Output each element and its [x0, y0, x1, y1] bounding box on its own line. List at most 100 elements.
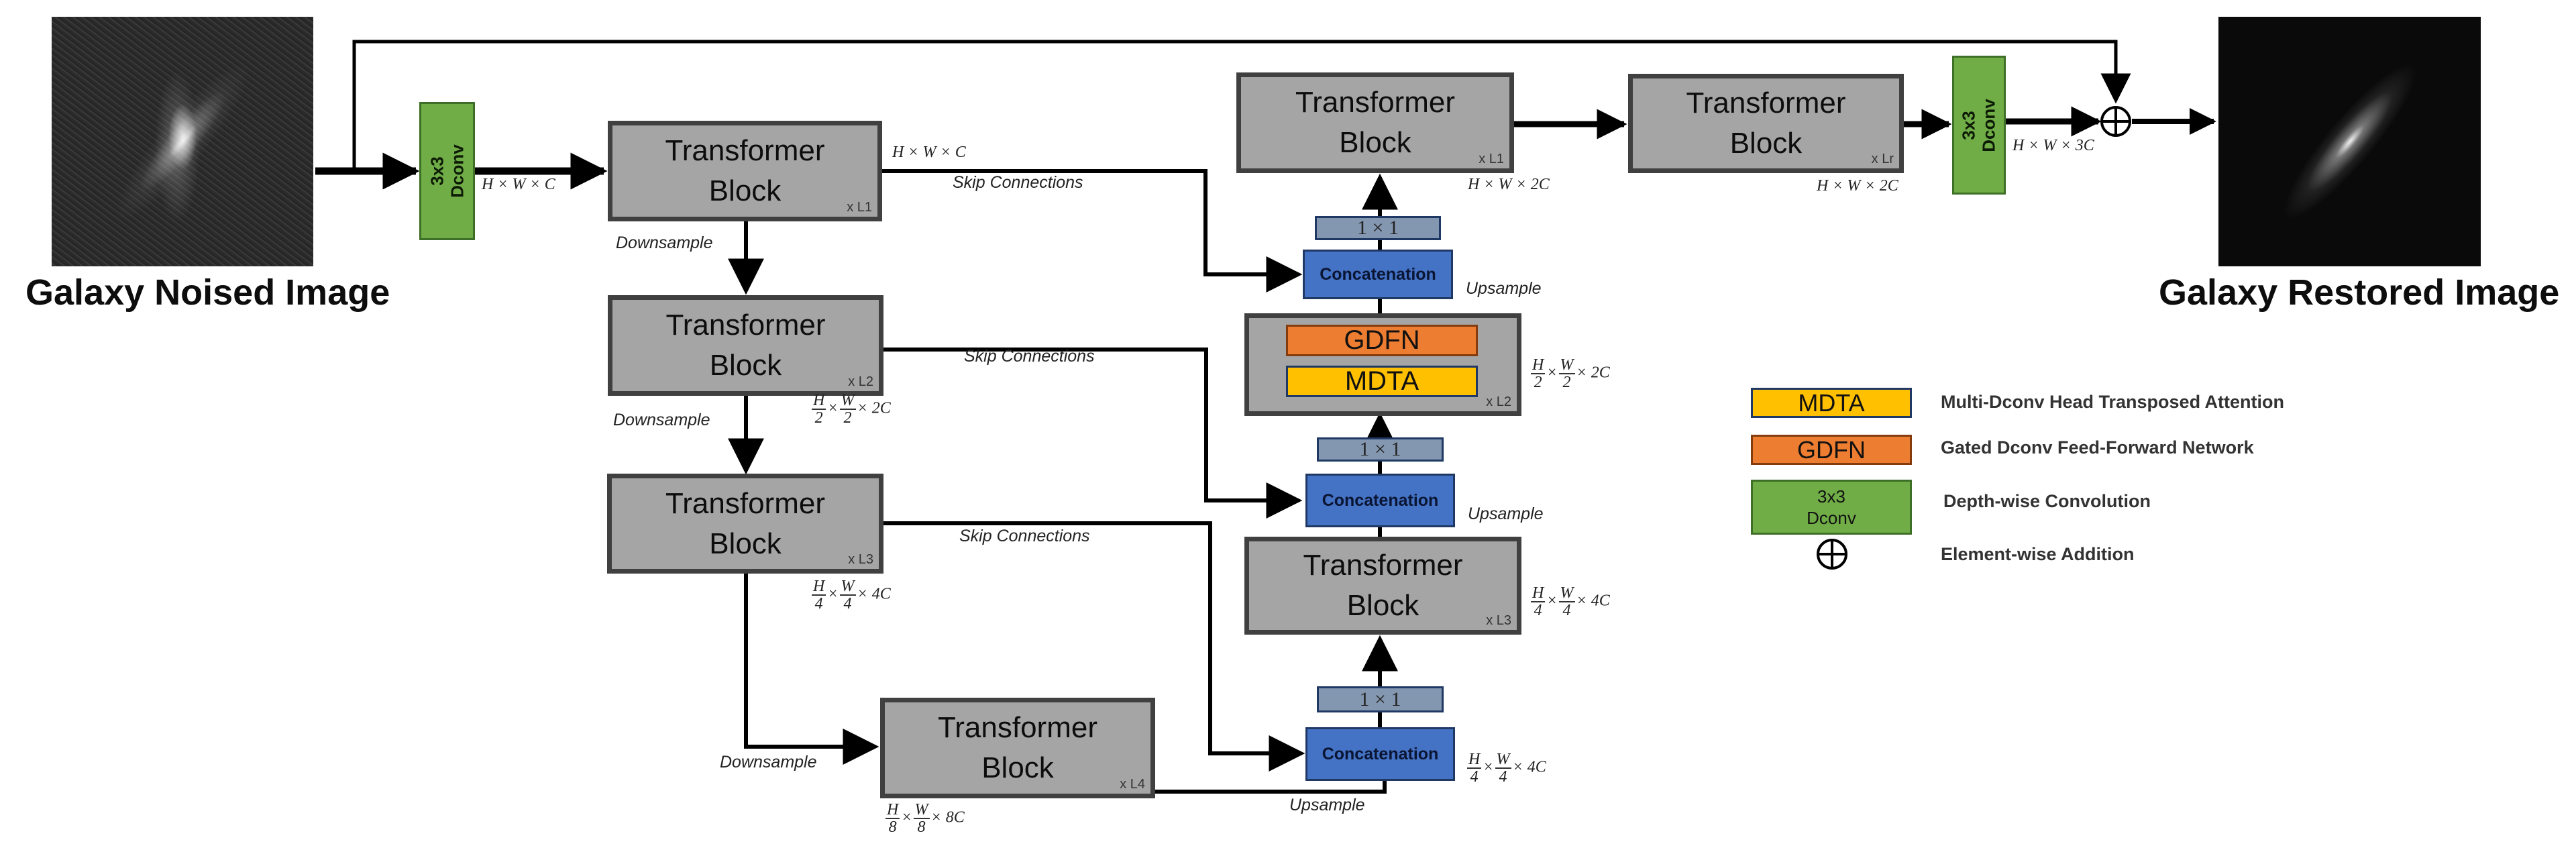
- legend-mdta-text: Multi-Dconv Head Transposed Attention: [1941, 392, 2285, 412]
- concatenation-block-3: Concatenation: [1305, 727, 1455, 781]
- downsample-label-1: Downsample: [616, 233, 713, 252]
- block-title: Transformer Block: [938, 711, 1097, 784]
- dim-den: 2: [1534, 374, 1542, 391]
- legend-gdfn-text: Gated Dconv Feed-Forward Network: [1941, 437, 2254, 458]
- encoder-transformer-block-3: Transformer Block x L3: [607, 474, 883, 574]
- dim-den: 8: [917, 818, 926, 836]
- output-image-caption: Galaxy Restored Image: [2159, 272, 2560, 313]
- encoder-transformer-block-2: Transformer Block x L2: [608, 295, 883, 396]
- skip-connection-1: [882, 169, 1303, 292]
- dim-num: W: [913, 801, 930, 819]
- dim-num: W: [839, 578, 856, 596]
- dim-channels: × 4C: [857, 585, 891, 603]
- repeat-count: x L1: [847, 200, 872, 215]
- input-dim-label: H × W × C: [482, 176, 555, 193]
- dim-channels: × 2C: [1576, 364, 1610, 382]
- repeat-count: x L3: [1486, 613, 1511, 628]
- downsample-label-2: Downsample: [613, 411, 710, 429]
- dim-den: 2: [1562, 374, 1571, 391]
- dim-channels: × 4C: [1576, 592, 1610, 610]
- dim-num: H: [1531, 356, 1546, 374]
- skip-connection-2: [882, 348, 1303, 519]
- dim-num: H: [812, 392, 826, 410]
- legend-gdfn-swatch: GDFN: [1751, 435, 1912, 465]
- repeat-count: x L3: [848, 552, 873, 567]
- upsample-label-2: Upsample: [1468, 504, 1544, 523]
- upsample-label-1: Upsample: [1466, 279, 1542, 298]
- latent-transformer-block: Transformer Block x L4: [880, 698, 1155, 798]
- upsample-line-latent: [1155, 781, 1387, 794]
- conv1x1-block-3: 1 × 1: [1317, 686, 1444, 712]
- dim-den: 2: [814, 409, 823, 427]
- skip-label-2: Skip Connections: [964, 347, 1095, 366]
- dim-num: W: [839, 392, 856, 410]
- input-dconv-block: 3x3 Dconv: [419, 102, 475, 240]
- legend-dconv-swatch: 3x3 Dconv: [1751, 480, 1912, 535]
- skip-connection-3: [883, 521, 1305, 771]
- repeat-count: x L2: [848, 374, 873, 389]
- skip-label-1: Skip Connections: [953, 173, 1083, 192]
- noised-galaxy-image: [52, 17, 313, 266]
- dim-num: H: [1467, 751, 1482, 769]
- element-wise-add-icon: [2100, 106, 2131, 137]
- global-residual-line: [352, 40, 2131, 171]
- repeat-count: x L1: [1479, 152, 1504, 166]
- dim-den: 4: [1534, 602, 1542, 619]
- output-dconv-block: 3x3 Dconv: [1952, 56, 2006, 195]
- dim-num: H: [885, 801, 900, 819]
- block-title: Transformer Block: [665, 486, 825, 560]
- dim-den: 4: [1562, 602, 1571, 619]
- decoder-transformer-block-1: Transformer Block x L1: [1236, 72, 1514, 173]
- output-dconv-label: 3x3 Dconv: [1959, 98, 1999, 152]
- refinement-dim: H × W × 2C: [1817, 177, 1898, 195]
- downsample-label-3: Downsample: [720, 753, 817, 771]
- decoder-transformer-block-3: Transformer Block x L3: [1244, 537, 1521, 635]
- legend-mdta-swatch: MDTA: [1751, 388, 1912, 418]
- block-title: Transformer Block: [665, 134, 825, 207]
- conv1x1-block-2: 1 × 1: [1317, 437, 1444, 462]
- dim-den: 2: [843, 409, 852, 427]
- dim-channels: × 4C: [1512, 758, 1546, 776]
- block-title: Transformer Block: [665, 309, 826, 382]
- concatenation-block-1: Concatenation: [1303, 250, 1453, 299]
- input-dconv-label: 3x3 Dconv: [427, 144, 468, 198]
- repeat-count: x L4: [1120, 777, 1145, 792]
- gdfn-block: GDFN: [1286, 325, 1478, 356]
- conv1x1-block-1: 1 × 1: [1315, 216, 1441, 240]
- legend-add-icon: [1817, 539, 1847, 570]
- skip-label-3: Skip Connections: [959, 527, 1090, 545]
- encoder-1-dim: H × W × C: [892, 144, 966, 161]
- legend-add-text: Element-wise Addition: [1941, 544, 2135, 564]
- dim-den: 4: [843, 595, 852, 613]
- galaxy-blob: [99, 49, 266, 234]
- encoder-transformer-block-1: Transformer Block x L1: [608, 121, 882, 221]
- refinement-transformer-block: Transformer Block x Lr: [1628, 74, 1904, 173]
- repeat-count: x L2: [1486, 394, 1511, 409]
- galaxy-blob: [2267, 49, 2432, 234]
- concatenation-block-2: Concatenation: [1305, 474, 1455, 527]
- output-dim-label: H × W × 3C: [2012, 137, 2094, 154]
- legend-dconv-label: 3x3 Dconv: [1807, 486, 1856, 528]
- decoder-1-dim: H × W × 2C: [1468, 176, 1550, 193]
- dim-den: 4: [814, 595, 823, 613]
- mdta-block: MDTA: [1286, 366, 1478, 397]
- dim-num: W: [1558, 356, 1575, 374]
- block-title: Transformer Block: [1686, 87, 1846, 160]
- dim-den: 4: [1499, 768, 1507, 786]
- arrow-downsample-3: [744, 574, 879, 765]
- legend-dconv-text: Depth-wise Convolution: [1943, 491, 2151, 511]
- input-image-caption: Galaxy Noised Image: [25, 272, 390, 313]
- dim-den: 8: [888, 818, 897, 836]
- dim-channels: × 8C: [930, 808, 965, 827]
- dim-den: 4: [1470, 768, 1479, 786]
- dim-num: W: [1558, 584, 1575, 602]
- restored-galaxy-image: [2218, 17, 2481, 266]
- dim-channels: × 2C: [857, 399, 891, 417]
